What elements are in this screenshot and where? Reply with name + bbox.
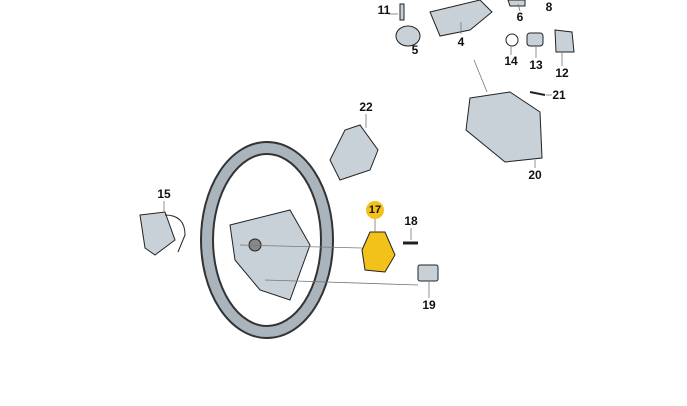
part-21-screw	[529, 91, 546, 96]
steering-wheel-hub	[229, 209, 311, 301]
callout-22: 22	[359, 100, 373, 114]
part-19	[417, 264, 439, 282]
callout-19: 19	[422, 298, 436, 312]
part-20-control-unit	[465, 91, 543, 163]
part-12	[554, 29, 575, 53]
part-5-clockspring	[395, 25, 421, 47]
part-6	[507, 0, 526, 7]
part-14	[505, 33, 519, 47]
callout-13: 13	[529, 58, 543, 72]
callout-17-highlighted[interactable]: 17	[366, 201, 384, 219]
part-22-cable	[329, 124, 379, 181]
part-13	[526, 32, 544, 47]
part-17-switch	[361, 231, 396, 273]
callout-5: 5	[411, 43, 419, 57]
part-15-switch	[139, 211, 176, 256]
callout-21: 21	[552, 88, 566, 102]
callout-12: 12	[555, 66, 569, 80]
callout-8: 8	[545, 0, 553, 14]
callout-14: 14	[504, 54, 518, 68]
callout-6: 6	[516, 10, 524, 24]
callout-11: 11	[377, 3, 391, 17]
part-4-steering-column	[429, 0, 493, 37]
callout-4: 4	[457, 35, 465, 49]
part-11-screw	[399, 3, 405, 21]
callout-15: 15	[157, 187, 171, 201]
callout-18: 18	[404, 214, 418, 228]
callout-20: 20	[528, 168, 542, 182]
